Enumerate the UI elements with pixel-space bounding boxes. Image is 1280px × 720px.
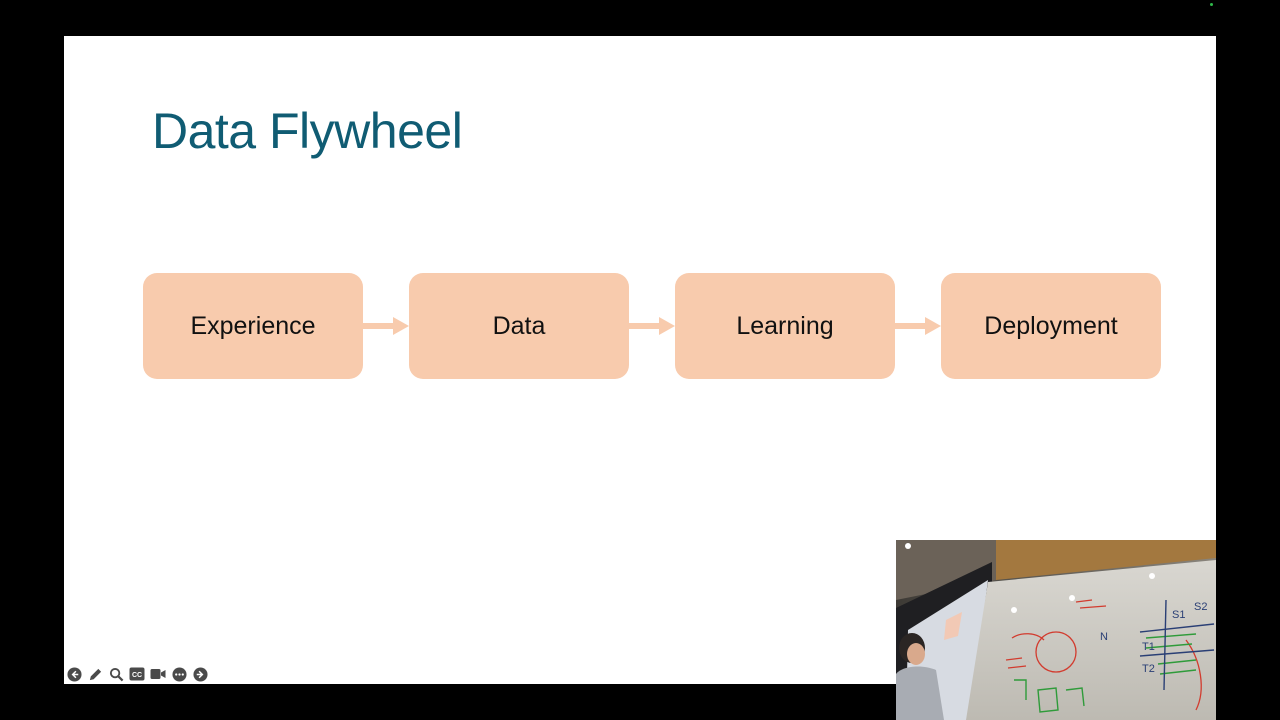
flow-step-deployment: Deployment [941, 273, 1161, 379]
flow-step-experience: Experience [143, 273, 363, 379]
zoom-icon[interactable] [108, 666, 124, 682]
arrow-right-icon [895, 317, 941, 335]
previous-icon[interactable] [66, 666, 82, 682]
flow-step-data: Data [409, 273, 629, 379]
flow-step-learning: Learning [675, 273, 895, 379]
webcam-scene-image: S1 S2 T1 T2 N [896, 540, 1216, 720]
whiteboard-note: T2 [1142, 663, 1155, 675]
presenter [896, 633, 944, 720]
whiteboard-note: S1 [1172, 609, 1185, 621]
pen-icon[interactable] [87, 666, 103, 682]
slide: Data Flywheel Experience Data Learning D… [64, 36, 1216, 684]
slide-title: Data Flywheel [152, 103, 463, 159]
webcam-feed: S1 S2 T1 T2 N [896, 540, 1216, 720]
video-icon[interactable] [150, 666, 166, 682]
captions-icon[interactable]: CC [129, 666, 145, 682]
slideshow-controls: CC [64, 664, 208, 684]
whiteboard-note: N [1100, 631, 1108, 643]
more-icon[interactable] [171, 666, 187, 682]
whiteboard-note: S2 [1194, 601, 1207, 613]
whiteboard-note: T1 [1142, 641, 1155, 653]
flow-diagram: Experience Data Learning Deployment [143, 273, 1162, 379]
next-icon[interactable] [192, 666, 208, 682]
status-indicator [1210, 3, 1213, 6]
arrow-right-icon [629, 317, 675, 335]
arrow-right-icon [363, 317, 409, 335]
svg-text:CC: CC [132, 672, 142, 679]
